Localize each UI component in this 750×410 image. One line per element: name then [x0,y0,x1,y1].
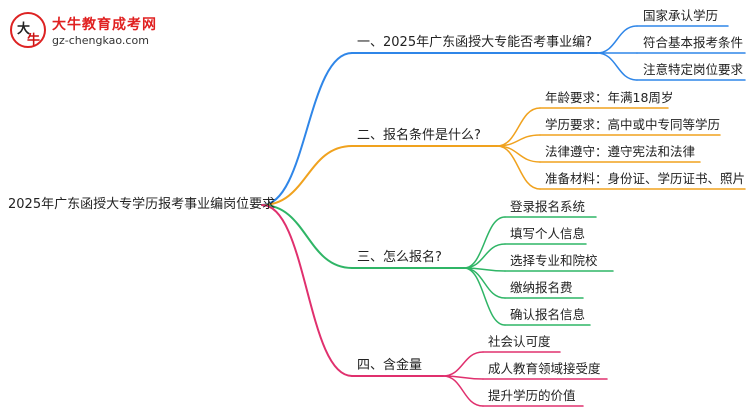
logo-mark-bottom: 牛 [27,33,41,48]
logo-title: 大牛教育成考网 [52,17,157,33]
branch-3-label: 三、怎么报名? [357,250,442,265]
branch-2-label: 二、报名条件是什么? [357,128,481,143]
branch-2-child-4: 准备材料：身份证、学历证书、照片 [545,171,746,186]
branch-2-connector [261,145,353,206]
branch-2-child-1-connector [496,107,541,147]
branch-3-child-2: 填写个人信息 [510,226,586,241]
branch-3-child-2-connector [463,243,506,269]
branch-3-child-4-connector [463,267,506,299]
branch-2-child-1: 年龄要求：年满18周岁 [545,90,674,105]
branch-1-child-2: 符合基本报考条件 [643,35,744,50]
branch-4-child-1: 社会认可度 [488,334,551,349]
branch-3-child-4: 缴纳报名费 [510,280,573,295]
branch-3-child-5-connector [463,267,506,326]
branch-3-connector [261,204,353,269]
branch-4-connector [261,204,353,377]
branch-1-label: 一、2025年广东函授大专能否考事业编? [357,35,592,50]
branch-2-child-4-connector [496,145,541,190]
branch-3-child-3: 选择专业和院校 [510,253,598,268]
branch-4-label: 四、含金量 [357,358,423,373]
branch-1-child-3-connector [596,52,638,81]
branch-3-child-1-connector [463,216,506,269]
branch-2-child-2: 学历要求：高中或中专同等学历 [545,117,721,132]
branch-2-child-3-connector [496,145,541,163]
branch-1-child-1: 国家承认学历 [643,8,719,23]
branch-2-child-3: 法律遵守：遵守宪法和法律 [545,144,696,159]
logo-mark-top: 大 [17,22,31,37]
branch-3-child-1: 登录报名系统 [510,199,586,214]
branch-4-child-3: 提升学历的价值 [488,388,576,403]
branch-4-child-3-connector [442,375,484,407]
logo-mark-icon: 大 牛 [10,12,46,48]
branch-1-child-1-connector [596,25,638,54]
logo-url: gz-chengkao.com [52,34,149,47]
branch-1-child-3: 注意特定岗位要求 [643,62,744,77]
branch-1-connector [261,52,353,206]
site-logo: 大 牛 大牛教育成考网 gz-chengkao.com [10,12,190,54]
root-node: 2025年广东函授大专学历报考事业编岗位要求 [8,197,276,212]
branch-3-child-5: 确认报名信息 [510,307,586,322]
branch-4-child-1-connector [442,351,484,377]
branch-4-child-2: 成人教育领域接受度 [488,361,601,376]
